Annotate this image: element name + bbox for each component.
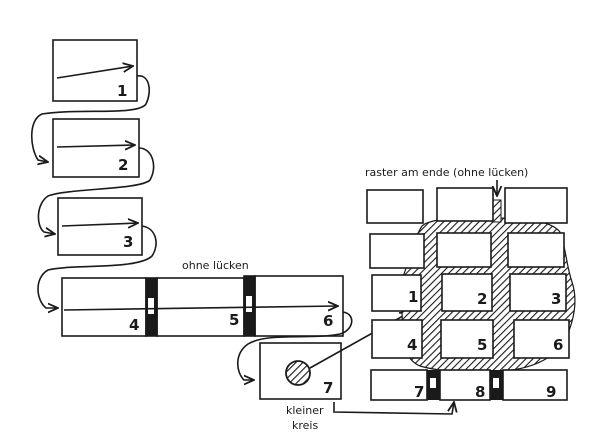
connector-3-4 bbox=[37, 225, 157, 308]
box-1 bbox=[52, 39, 138, 102]
connector-1-2 bbox=[30, 75, 151, 162]
grid-number-8: 8 bbox=[475, 383, 485, 401]
number-3: 3 bbox=[123, 233, 133, 251]
number-7: 7 bbox=[323, 379, 333, 397]
connector-2-3 bbox=[37, 147, 155, 234]
grid-number-3: 3 bbox=[551, 290, 561, 308]
arrow-line-3 bbox=[61, 223, 138, 226]
grid-number-9: 9 bbox=[546, 383, 556, 401]
grid-cell-4 bbox=[371, 319, 423, 359]
left-number-labels: 1 2 3 4 5 6 7 bbox=[117, 82, 333, 397]
grid-number-7: 7 bbox=[414, 383, 424, 401]
grid-cell-2 bbox=[441, 273, 493, 312]
connector-6-7 bbox=[236, 311, 353, 380]
grid-cell-r0c2 bbox=[504, 187, 568, 224]
kreis-label: kreis bbox=[292, 419, 318, 432]
grid-cell-6 bbox=[513, 319, 570, 359]
grid-cell-r0c0 bbox=[366, 189, 424, 224]
grid-cell-5 bbox=[440, 319, 494, 359]
number-6: 6 bbox=[323, 312, 333, 330]
ohne-luecken-label: ohne lücken bbox=[182, 259, 249, 272]
grid-number-labels: 1 2 3 4 5 6 7 8 9 bbox=[407, 288, 563, 401]
arrow-line-2 bbox=[56, 145, 135, 147]
grid-number-4: 4 bbox=[407, 336, 417, 354]
raster-label: raster am ende (ohne lücken) bbox=[365, 166, 528, 179]
box-7 bbox=[259, 342, 342, 400]
grid-cell-1 bbox=[371, 274, 422, 312]
grid-cell-r0c1 bbox=[436, 187, 494, 222]
arrow-line-4-6 bbox=[63, 306, 338, 310]
grid-number-2: 2 bbox=[477, 290, 487, 308]
grid-cell-r1c1 bbox=[436, 232, 492, 268]
grid-cell-3 bbox=[509, 273, 567, 312]
kleiner-label: kleiner bbox=[286, 404, 324, 417]
grid-cell-9 bbox=[502, 369, 568, 401]
arrow-line-1 bbox=[56, 66, 133, 79]
kreis-pointer-arrow bbox=[333, 402, 454, 415]
grid-cell-r1c0 bbox=[369, 233, 425, 269]
number-4: 4 bbox=[129, 316, 139, 334]
number-2: 2 bbox=[118, 156, 128, 174]
number-1: 1 bbox=[117, 82, 127, 100]
grid-number-5: 5 bbox=[477, 336, 487, 354]
grid-cell-r1c2 bbox=[507, 232, 565, 268]
grid-diagram bbox=[366, 180, 576, 401]
small-circle bbox=[285, 360, 311, 386]
left-flow bbox=[30, 39, 454, 415]
number-5: 5 bbox=[229, 311, 239, 329]
grid-number-1: 1 bbox=[408, 288, 418, 306]
grid-number-6: 6 bbox=[553, 336, 563, 354]
